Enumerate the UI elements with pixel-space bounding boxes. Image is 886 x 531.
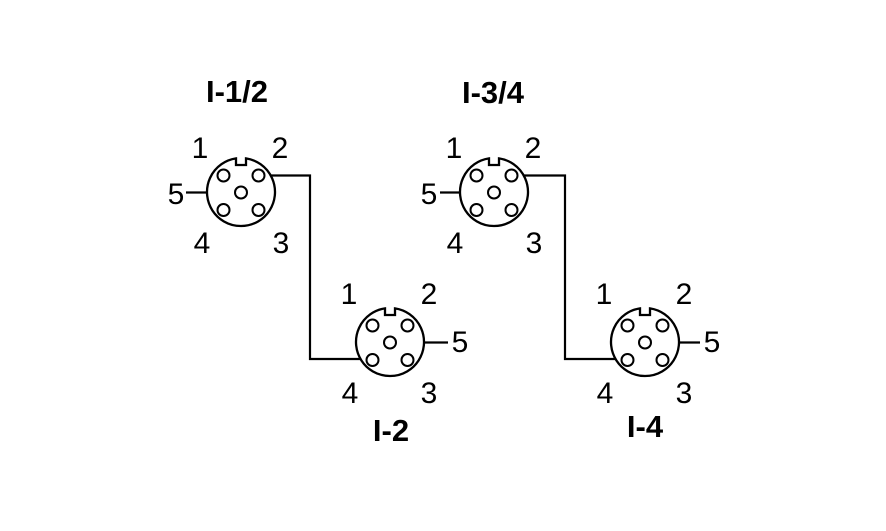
connector-i2-pin5-label: 5 [452, 326, 469, 359]
connector-i34-title: I-3/4 [462, 75, 525, 110]
connector-i12-title: I-1/2 [206, 74, 268, 109]
connector-i34-pin3-label: 3 [526, 227, 543, 260]
connector-i34-pin1-label: 1 [446, 132, 463, 165]
connector-i4-pin4-hole [620, 353, 635, 367]
connector-i2-pin2-hole [400, 318, 415, 333]
connector-i34-pin1-hole [469, 168, 484, 183]
connector-i4-pin1-label: 1 [596, 278, 613, 311]
connector-i12-pin3-hole [251, 203, 266, 217]
connector-i34-pin2-hole [504, 168, 519, 183]
connector-i34-pin4-label: 4 [447, 227, 464, 260]
connector-i34: I-3/4 1 2 5 4 3 [421, 75, 543, 260]
connector-i4-pin5-label: 5 [704, 326, 721, 359]
connector-i2-pin1-label: 1 [341, 278, 358, 311]
connector-i2-pin4-hole [365, 353, 380, 367]
connector-i4-pin2-label: 2 [676, 278, 693, 311]
connector-i34-pin2-label: 2 [525, 132, 542, 165]
connector-i12-pin5-hole [234, 185, 248, 200]
wire-i34-pin2-to-i4-pin4 [518, 174, 622, 361]
connector-i2-title: I-2 [373, 413, 409, 448]
connector-i2-pin1-hole [365, 318, 380, 333]
connector-i4: 1 2 5 4 3 I-4 [596, 278, 721, 444]
connector-i34-pin3-hole [504, 203, 519, 217]
connector-i2-pin3-hole [400, 353, 415, 367]
connector-i4-pin4-label: 4 [597, 377, 614, 410]
connector-i4-pin3-label: 3 [676, 377, 693, 410]
connector-i2-pin2-label: 2 [421, 278, 438, 311]
connector-i4-pin3-hole [655, 353, 670, 367]
connector-i12-pin1-hole [216, 168, 231, 183]
connector-i12-pin4-label: 4 [194, 227, 211, 260]
connector-i2-pin4-label: 4 [342, 377, 359, 410]
connector-i34-pin4-hole [469, 203, 484, 217]
connector-i2-pin3-label: 3 [421, 377, 438, 410]
connector-i12-pin4-hole [216, 203, 231, 217]
connector-i12-pin3-label: 3 [273, 227, 290, 260]
connector-i4-pin1-hole [620, 318, 635, 333]
connector-i4-pin2-hole [655, 318, 670, 333]
connector-i34-pin5-hole [487, 185, 501, 200]
connector-i12-pin2-label: 2 [272, 132, 289, 165]
connector-i4-title: I-4 [627, 409, 664, 444]
connector-i12: I-1/2 1 2 5 4 3 [168, 74, 290, 260]
connector-i2-pin5-hole [383, 335, 397, 350]
wire-i12-pin2-to-i2-pin4 [265, 174, 367, 361]
connector-i34-pin5-label: 5 [421, 178, 438, 211]
connector-i2: 1 2 5 4 3 I-2 [341, 278, 469, 448]
connector-i4-pin5-hole [638, 335, 652, 350]
connector-i12-pin2-hole [251, 168, 266, 183]
connector-i12-pin5-label: 5 [168, 178, 185, 211]
connector-i12-pin1-label: 1 [192, 132, 209, 165]
